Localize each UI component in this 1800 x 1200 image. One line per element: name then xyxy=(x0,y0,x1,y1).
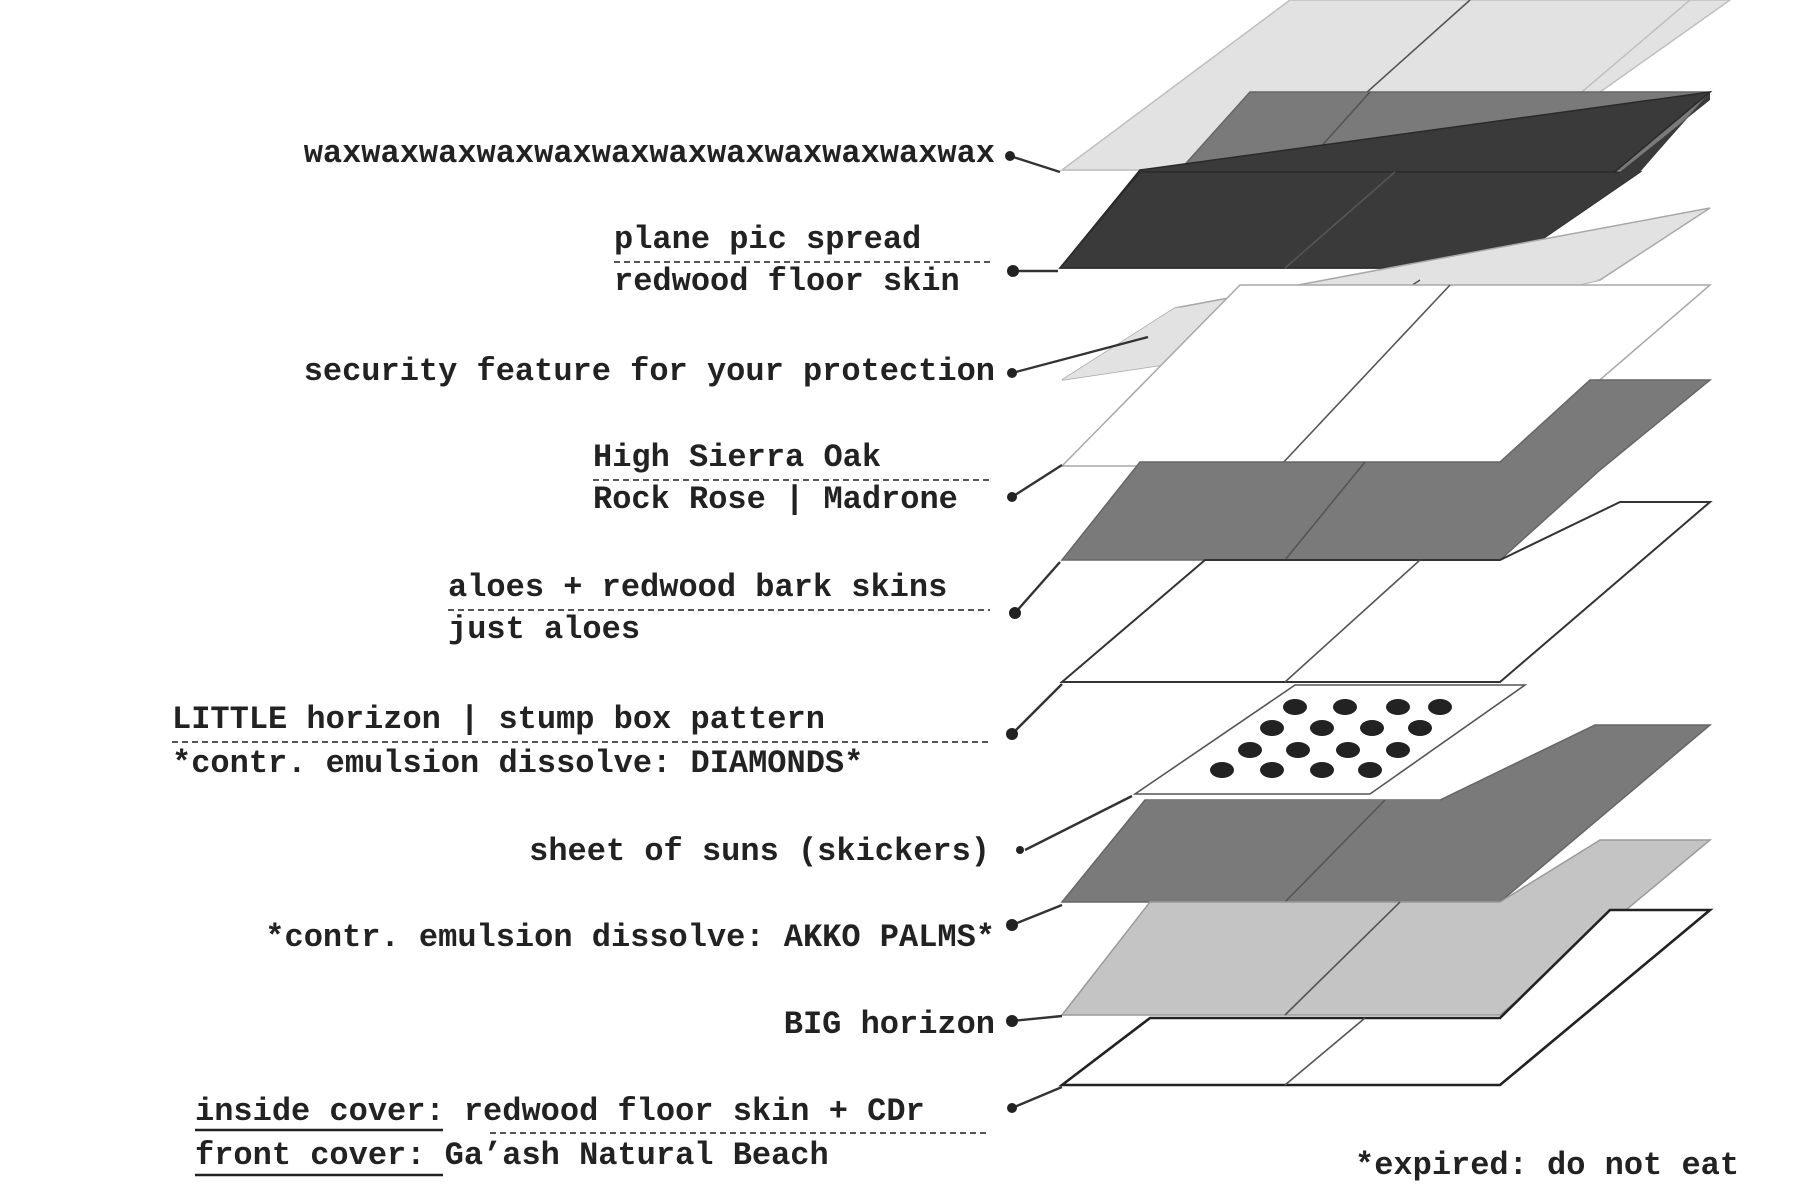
layer-3-dark-sheet xyxy=(1058,90,1713,269)
label-wax: waxwaxwaxwaxwaxwaxwaxwaxwaxwaxwaxwax xyxy=(304,135,995,172)
label-akko-palms: *contr. emulsion dissolve: AKKO PALMS* xyxy=(265,919,995,956)
leader-lines xyxy=(1005,151,1149,1113)
suns-dot-grid xyxy=(1210,699,1452,778)
labels: waxwaxwaxwaxwaxwaxwaxwaxwaxwaxwaxwax pla… xyxy=(172,135,1739,1184)
label-big-horizon: BIG horizon xyxy=(784,1006,995,1043)
label-front-cover: front cover: Ga’ash Natural Beach xyxy=(195,1137,829,1174)
label-sheet-of-suns: sheet of suns (skickers) xyxy=(529,833,990,870)
layer-9-akko-sheet xyxy=(1060,724,1713,903)
label-sierra-oak: High Sierra Oak xyxy=(593,439,881,476)
layer-11-cover-sheet xyxy=(1058,908,1714,1087)
label-redwood-floor: redwood floor skin xyxy=(614,263,960,300)
layer-6-sierra-sheet xyxy=(1060,379,1713,561)
layer-7-aloes-sheet xyxy=(1059,501,1713,683)
label-diamonds: *contr. emulsion dissolve: DIAMONDS* xyxy=(172,745,863,782)
label-plane-pic: plane pic spread xyxy=(614,221,921,258)
label-rock-rose: Rock Rose | Madrone xyxy=(593,481,958,518)
label-inside-cover: inside cover: redwood floor skin + CDr xyxy=(195,1093,925,1130)
label-just-aloes: just aloes xyxy=(448,611,640,648)
footnote-expired: *expired: do not eat xyxy=(1355,1147,1739,1184)
label-little-horizon: LITTLE horizon | stump box pattern xyxy=(172,701,825,738)
label-security: security feature for your protection xyxy=(304,353,995,390)
layer-8-suns-sheet xyxy=(1132,684,1528,795)
label-aloes-bark: aloes + redwood bark skins xyxy=(448,569,947,606)
